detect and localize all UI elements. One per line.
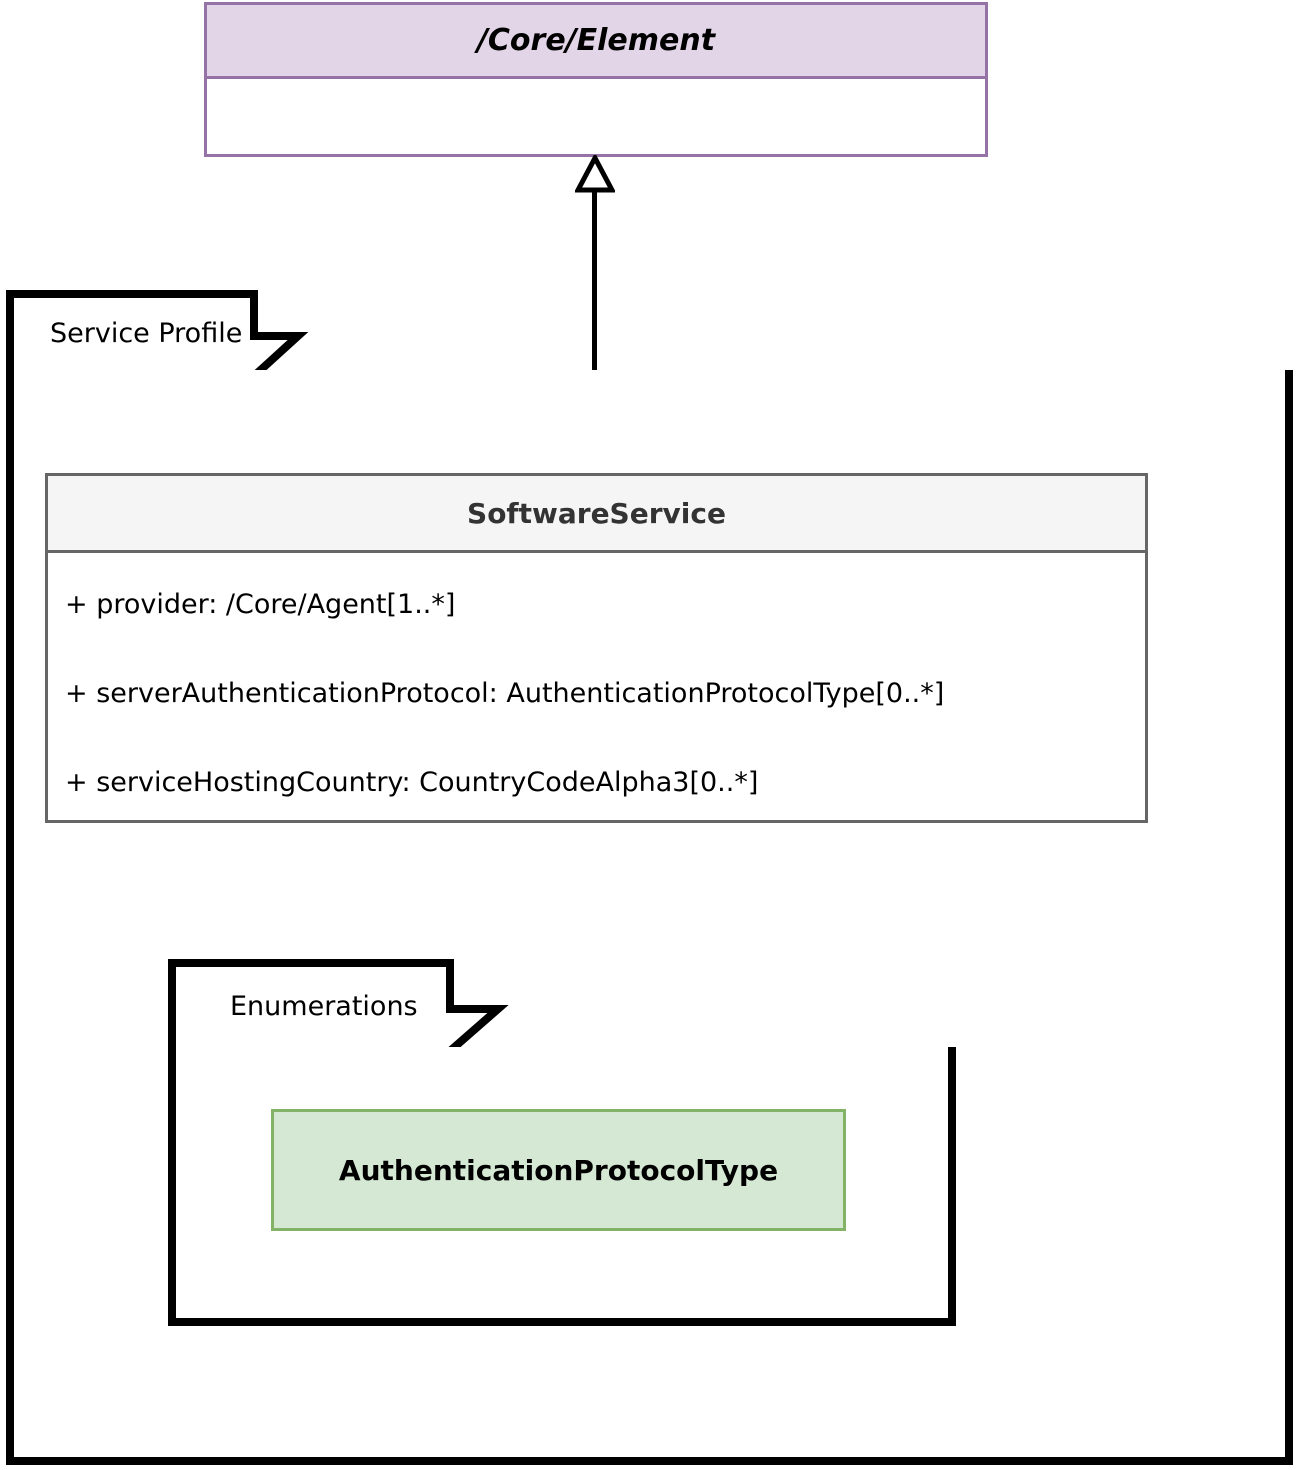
enumeration-box-authentication-protocol-type[interactable]: AuthenticationProtocolType — [271, 1109, 846, 1231]
class-box-software-service[interactable]: SoftwareService + provider: /Core/Agent[… — [45, 473, 1148, 823]
class-box-core-element[interactable]: /Core/Element — [204, 2, 988, 157]
class-title-software-service: SoftwareService — [467, 496, 726, 530]
class-header-software-service: SoftwareService — [48, 476, 1145, 553]
class-attributes-core-element — [207, 79, 985, 154]
class-header-core-element: /Core/Element — [207, 5, 985, 79]
generalization-line — [592, 188, 597, 475]
enumeration-title-authentication-protocol-type: AuthenticationProtocolType — [338, 1153, 779, 1187]
class-attributes-software-service: + provider: /Core/Agent[1..*] + serverAu… — [48, 553, 1145, 796]
class-attribute-row: + provider: /Core/Agent[1..*] — [65, 589, 456, 620]
class-attribute-row: + serverAuthenticationProtocol: Authenti… — [65, 678, 945, 709]
class-attribute-row: + serviceHostingCountry: CountryCodeAlph… — [65, 767, 759, 798]
package-label-enumerations: Enumerations — [230, 991, 418, 1022]
package-label-service-profile: Service Profile — [50, 318, 243, 349]
class-title-core-element: /Core/Element — [476, 23, 716, 58]
